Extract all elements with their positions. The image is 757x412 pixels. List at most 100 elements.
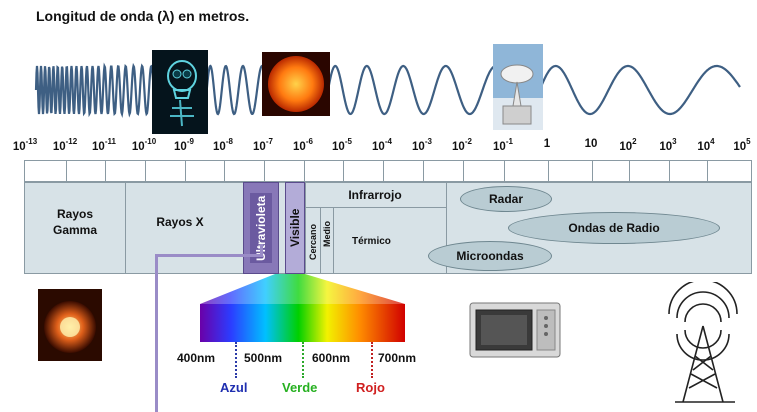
tick-label: 10-2 xyxy=(452,137,472,153)
connector-line xyxy=(260,244,263,257)
divider xyxy=(446,182,447,274)
tick-exponent: 5 xyxy=(746,137,751,146)
radar-dish-icon xyxy=(493,44,543,130)
connector-line xyxy=(155,254,158,412)
electromagnetic-wave xyxy=(34,62,741,119)
tick-label: 10-10 xyxy=(131,137,156,153)
tick-exponent: -12 xyxy=(65,137,78,146)
scale-bar xyxy=(24,160,752,182)
scale-divider xyxy=(264,161,265,181)
visible-region: Visible xyxy=(285,182,305,274)
tick-exponent: -8 xyxy=(225,137,233,146)
tick-exponent: -11 xyxy=(104,137,116,146)
tick-label: 10-6 xyxy=(293,137,313,153)
tick-base: 10 xyxy=(452,140,465,153)
tick-label: 10-12 xyxy=(52,137,78,153)
tick-base: 10 xyxy=(332,140,345,153)
tick-label: 103 xyxy=(659,137,677,153)
infrared-label: Infrarrojo xyxy=(348,188,402,202)
tick-label: 10-9 xyxy=(174,137,194,153)
visible-spectrum xyxy=(200,274,405,342)
tick-exponent: -3 xyxy=(424,137,432,146)
tick-label: 10 xyxy=(585,138,598,150)
scale-divider xyxy=(707,161,708,181)
visible-label: Visible xyxy=(288,208,302,248)
tick-label: 10-4 xyxy=(372,137,392,153)
tick-base: 1 xyxy=(543,138,551,150)
medium-label: Medio xyxy=(322,221,332,247)
tick-label: 10-8 xyxy=(213,137,233,153)
xray-label: Rayos X xyxy=(156,215,204,229)
divider xyxy=(305,182,306,274)
tick-exponent: -4 xyxy=(384,137,392,146)
connector-line xyxy=(155,254,263,257)
divider xyxy=(320,207,321,274)
scale-divider xyxy=(592,161,593,181)
tick-label: 102 xyxy=(619,137,636,153)
tick-base: 10 xyxy=(293,140,306,153)
tick-label: 10-1 xyxy=(493,137,513,153)
tick-base: 10 xyxy=(131,140,145,153)
red-label: Rojo xyxy=(356,380,385,395)
tick-base: 10 xyxy=(584,138,598,150)
scale-divider xyxy=(423,161,424,181)
scale-divider xyxy=(304,161,305,181)
tick-base: 10 xyxy=(659,140,673,153)
microwave-oven-icon xyxy=(469,302,561,358)
radar-label: Radar xyxy=(488,192,523,206)
tick-exponent: -5 xyxy=(344,137,352,146)
scale-divider xyxy=(504,161,505,181)
uv-region: Ultravioleta xyxy=(243,182,279,274)
tick-label: 104 xyxy=(697,137,714,153)
tick-base: 10 xyxy=(92,140,105,153)
nm700-label: 700nm xyxy=(378,351,417,365)
tick-exponent: -2 xyxy=(464,137,472,146)
tick-base: 10 xyxy=(174,140,187,153)
scale-divider xyxy=(669,161,670,181)
tick-base: 10 xyxy=(697,140,711,153)
skull-xray-icon xyxy=(152,50,208,134)
radio-tower-icon xyxy=(655,279,751,406)
tick-base: 10 xyxy=(412,140,425,153)
blue-marker xyxy=(235,342,237,378)
gamma-label-line1: Rayos xyxy=(56,207,94,221)
divider xyxy=(333,207,334,274)
blue-label: Azul xyxy=(220,380,248,395)
tick-base: 10 xyxy=(372,140,385,153)
scale-divider xyxy=(66,161,67,181)
sun-icon xyxy=(262,52,330,116)
tick-label: 10-3 xyxy=(412,137,432,153)
tick-exponent: -6 xyxy=(305,137,313,146)
tick-base: 10 xyxy=(253,140,266,153)
tick-label: 10-5 xyxy=(332,137,352,153)
page-title: Longitud de onda (λ) en metros. xyxy=(36,8,250,24)
gamma-label-line2: Gamma xyxy=(52,223,98,237)
tick-label: 1 xyxy=(544,138,550,150)
tick-base: 10 xyxy=(52,140,66,153)
scale-divider xyxy=(463,161,464,181)
tick-exponent: -9 xyxy=(186,137,194,146)
tick-label: 105 xyxy=(733,137,751,153)
nm400-label: 400nm xyxy=(177,351,216,365)
tick-base: 10 xyxy=(493,140,506,153)
divider xyxy=(305,207,447,208)
near-label: Cercano xyxy=(308,224,318,261)
microwave-ellipse: Microondas xyxy=(428,241,552,271)
scale-divider xyxy=(105,161,106,181)
tick-base: 10 xyxy=(619,140,633,153)
nuclear-explosion-icon xyxy=(38,289,102,361)
divider xyxy=(125,182,126,274)
scale-divider xyxy=(343,161,344,181)
tick-exponent: 3 xyxy=(672,137,677,146)
radio-ellipse: Ondas de Radio xyxy=(508,212,720,244)
gamma-label: Rayos Gamma xyxy=(40,206,110,238)
thermal-label: Térmico xyxy=(352,236,391,247)
microwave-label: Microondas xyxy=(456,249,524,263)
scale-divider xyxy=(145,161,146,181)
tick-label: 10-11 xyxy=(92,137,116,153)
green-label: Verde xyxy=(282,380,318,395)
scale-divider xyxy=(383,161,384,181)
scale-divider xyxy=(224,161,225,181)
tick-label: 10-13 xyxy=(13,137,37,153)
tick-label: 10-7 xyxy=(253,137,273,153)
